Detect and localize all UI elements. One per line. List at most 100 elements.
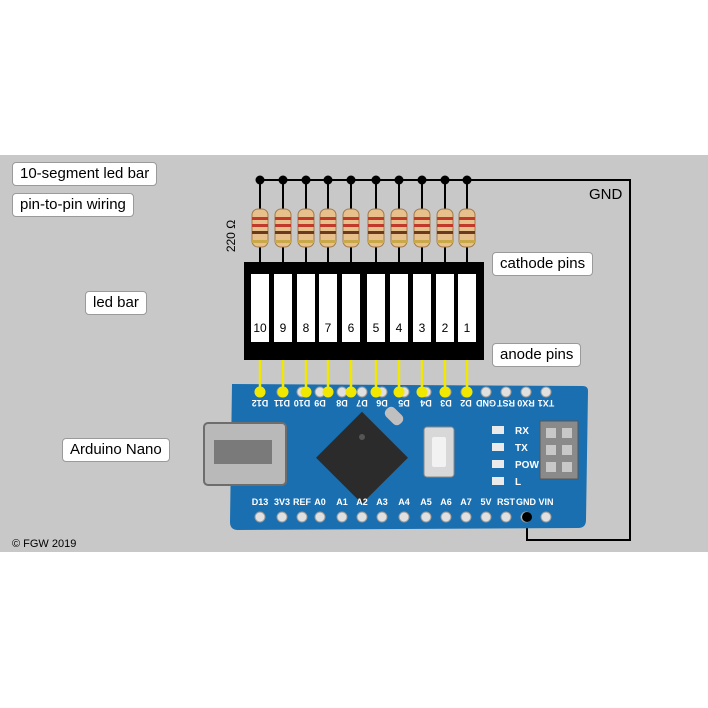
anode-pin-dot [254, 386, 266, 398]
anode-pin-dot [300, 386, 312, 398]
board-led [492, 477, 504, 485]
cathode-pins-label: cathode pins [492, 252, 594, 276]
header-pin-bottom [376, 511, 388, 523]
resistor-band [275, 231, 291, 234]
header-pin-bottom [314, 511, 326, 523]
top-pin-label: D3 [440, 398, 452, 408]
resistor-band [320, 217, 336, 220]
resistor-band [343, 240, 359, 243]
anode-pin-dot [370, 386, 382, 398]
top-pin-label: D12 [252, 398, 269, 408]
anode-pin-dot [439, 386, 451, 398]
resistor-band [459, 217, 475, 220]
board-led [492, 460, 504, 468]
resistor-band [368, 224, 384, 227]
resistor-band [437, 224, 453, 227]
chip-dot [359, 434, 365, 440]
arduino-nano-label: Arduino Nano [62, 438, 170, 462]
led-bar-label: led bar [85, 291, 147, 315]
resistor-band [368, 231, 384, 234]
header-pin-bottom [296, 511, 308, 523]
led-segment [251, 274, 269, 342]
resistor-band [320, 224, 336, 227]
resistor-array [251, 180, 476, 262]
led-segment [436, 274, 454, 342]
resistor-band [275, 217, 291, 220]
top-pin-label: D2 [460, 398, 472, 408]
usb-port [214, 440, 272, 464]
segment-number: 2 [442, 321, 449, 335]
top-pin-label: TX1 [538, 398, 555, 408]
top-pin-label: RX0 [517, 398, 535, 408]
board-led-label: TX [515, 443, 528, 454]
header-pin-bottom [500, 511, 512, 523]
board-led-label: L [515, 477, 521, 488]
gnd-bus-line [260, 179, 631, 541]
anode-pin-dot [393, 386, 405, 398]
segment-number: 6 [348, 321, 355, 335]
led-segment [390, 274, 408, 342]
icsp-pin [562, 428, 572, 438]
board-led [492, 426, 504, 434]
anode-pin-dot [277, 386, 289, 398]
header-pin-bottom [254, 511, 266, 523]
resistor-band [275, 240, 291, 243]
bottom-pin-label: A1 [336, 497, 348, 507]
led-segment [319, 274, 337, 342]
copyright-text: © FGW 2019 [12, 538, 77, 550]
segment-number: 4 [396, 321, 403, 335]
resistor-band [252, 240, 268, 243]
top-pin-label: D8 [336, 398, 348, 408]
bottom-pin-label: A6 [440, 497, 452, 507]
resistor-band [298, 217, 314, 220]
icsp-pin [546, 462, 556, 472]
resistor-band [459, 231, 475, 234]
header-pin-top [356, 386, 368, 398]
top-pin-label: RST [496, 398, 515, 408]
anode-pins-label: anode pins [492, 343, 582, 367]
anode-pin-dot [345, 386, 357, 398]
top-pin-label: D9 [314, 398, 326, 408]
resistor-value-label: 220 Ω [224, 219, 239, 253]
resistor-band [298, 231, 314, 234]
resistor-band [459, 224, 475, 227]
segment-number: 7 [325, 321, 332, 335]
resistor-band [252, 217, 268, 220]
header-pin-bottom [398, 511, 410, 523]
segment-number: 1 [464, 321, 471, 335]
header-pin-bottom [276, 511, 288, 523]
top-pin-label: D6 [376, 398, 388, 408]
led-segment [274, 274, 292, 342]
icsp-header [539, 420, 579, 480]
reset-button-cap [432, 437, 446, 467]
resistor-band [437, 217, 453, 220]
resistor-band [320, 240, 336, 243]
resistor-band [414, 224, 430, 227]
led-segment [458, 274, 476, 342]
segment-number: 10 [253, 321, 267, 335]
resistor-band [343, 217, 359, 220]
resistor-band [320, 231, 336, 234]
resistor-band [437, 240, 453, 243]
resistor-band [391, 231, 407, 234]
segment-number: 8 [303, 321, 310, 335]
led-segment [297, 274, 315, 342]
header-pin-bottom [356, 511, 368, 523]
bottom-pin-label: A5 [420, 497, 432, 507]
header-pin-bottom [420, 511, 432, 523]
resistor-band [368, 217, 384, 220]
bottom-pin-label: A2 [356, 497, 368, 507]
crystal [384, 406, 404, 426]
bottom-pin-label: D13 [252, 497, 269, 507]
board-led [492, 443, 504, 451]
header-pin-bottom [540, 511, 552, 523]
led-segment [342, 274, 360, 342]
resistor-band [414, 240, 430, 243]
top-pin-label: D5 [398, 398, 410, 408]
resistor-band [343, 231, 359, 234]
top-pin-label: D7 [356, 398, 368, 408]
segment-number: 9 [280, 321, 287, 335]
resistor-band [298, 224, 314, 227]
